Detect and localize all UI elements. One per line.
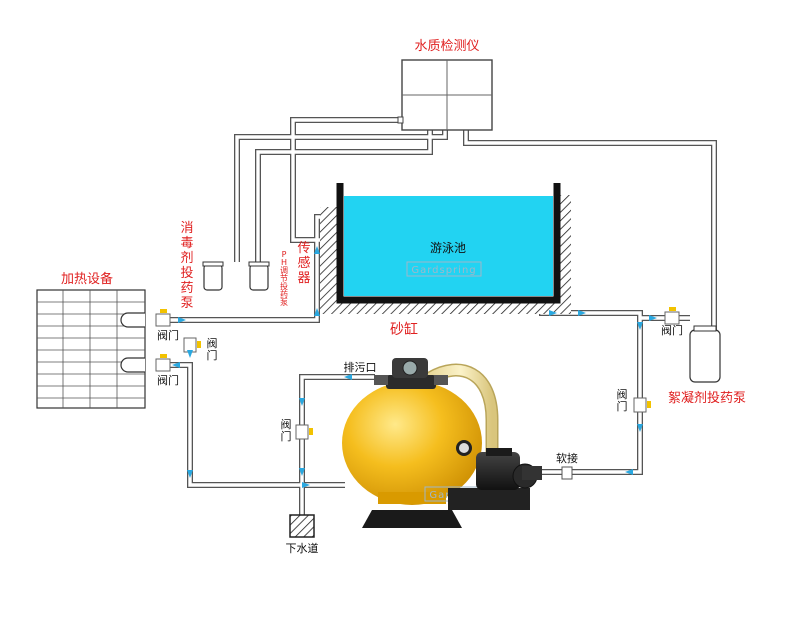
flocculant-pump-label: 絮凝剂投药泵 xyxy=(668,390,746,406)
valve-drain xyxy=(295,424,313,440)
valve-label-drain: 阀门 xyxy=(281,417,292,443)
valve-label-right-vertical: 阀门 xyxy=(617,387,628,413)
arrow-down-icon xyxy=(187,470,193,478)
sewer xyxy=(289,514,315,538)
arrow-down-icon xyxy=(637,322,643,330)
ph-pump xyxy=(248,261,270,291)
valve-label-heater-top: 阀门 xyxy=(157,328,179,342)
soft-joint xyxy=(561,466,573,480)
pipe-pool-outlet xyxy=(520,300,643,475)
arrow-up-icon xyxy=(314,308,320,316)
water-quality-meter xyxy=(397,59,493,131)
watermark-pool: Gardspring xyxy=(406,261,482,277)
valve-label-heater-bottom: 阀门 xyxy=(157,373,179,387)
arrow-down-icon xyxy=(299,398,305,406)
arrow-right-icon xyxy=(649,315,657,321)
arrow-up-icon xyxy=(314,246,320,254)
arrow-left-icon xyxy=(344,374,352,380)
pipe-core xyxy=(256,130,432,262)
sensor-label: 传感器 xyxy=(297,241,310,286)
arrow-right-icon xyxy=(549,310,557,316)
pipe-return-left xyxy=(165,362,345,488)
swimming-pool xyxy=(320,183,571,314)
valve-flocculant xyxy=(664,307,680,325)
arrow-left-icon xyxy=(172,362,180,368)
valve-right-vertical xyxy=(633,397,651,413)
arrow-down-icon xyxy=(637,424,643,432)
drain-outlet-label: 排污口 xyxy=(344,360,377,374)
water-quality-meter-label: 水质检测仪 xyxy=(414,39,479,54)
flocculant-pump xyxy=(689,325,721,383)
disinfectant-pump-label: 消毒剂投药泵 xyxy=(180,221,193,311)
pipe-core xyxy=(235,130,447,262)
valve-left-vertical xyxy=(183,337,201,353)
arrow-right-icon xyxy=(178,317,186,323)
arrow-down-icon xyxy=(187,350,193,358)
valve-heater-bottom xyxy=(155,354,171,372)
pipe-core xyxy=(464,130,716,330)
sand-filter-label: 砂缸 xyxy=(390,321,418,338)
pipe-core xyxy=(520,300,642,474)
watermark-text: Gardspring xyxy=(411,265,476,276)
arrow-down-icon xyxy=(299,468,305,476)
pool-label: 游泳池 xyxy=(430,241,466,255)
heater xyxy=(36,289,146,409)
disinfectant-pump xyxy=(202,261,224,291)
valve-label-flocculant: 阀门 xyxy=(661,323,683,337)
soft-joint-label: 软接 xyxy=(556,451,578,465)
arrow-left-icon xyxy=(625,469,633,475)
sand-filter-tank xyxy=(342,358,499,528)
flow-arrows xyxy=(172,246,657,488)
valve-heater-top xyxy=(155,309,171,327)
pool-water xyxy=(344,196,553,296)
valve-label-left-vertical: 阀门 xyxy=(207,336,218,362)
heater-label: 加热设备 xyxy=(61,271,113,287)
circulation-pump xyxy=(448,448,542,510)
arrow-right-icon xyxy=(302,482,310,488)
sewer-label: 下水道 xyxy=(286,541,319,555)
arrow-right-icon xyxy=(578,310,586,316)
